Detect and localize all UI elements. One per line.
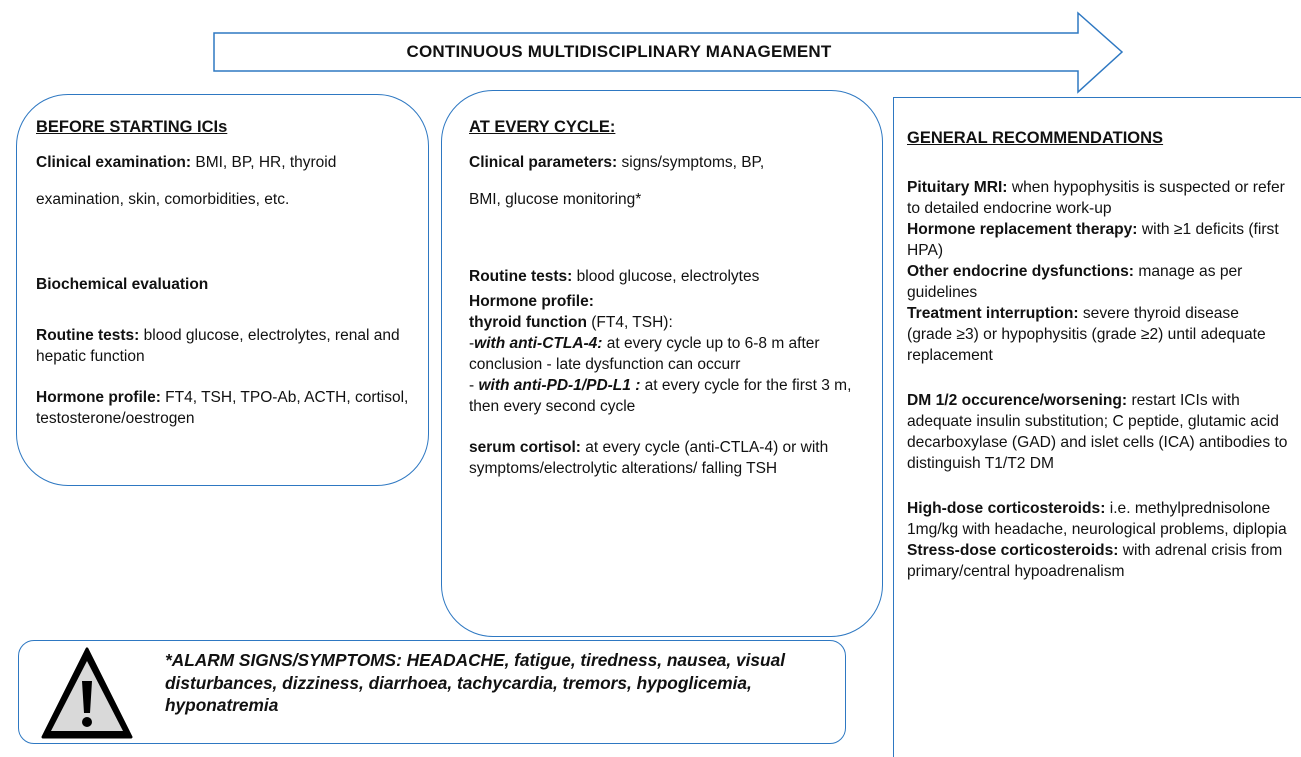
cycle-clinical-cont: BMI, glucose monitoring* [469, 191, 642, 208]
before-biochem-label: Biochemical evaluation [36, 276, 209, 293]
general-other: Other endocrine dysfunctions: manage as … [907, 261, 1287, 303]
before-hormone-text: FT4, TSH, TPO-Ab, ACTH, cortisol, testos… [36, 389, 409, 427]
general-dm: DM 1/2 occurence/worsening: restart ICIs… [907, 390, 1292, 474]
before-heading: BEFORE STARTING ICIs [36, 118, 228, 136]
warning-triangle-icon [41, 647, 133, 739]
cycle-thyroid-label: thyroid function [469, 314, 587, 331]
cycle-pd-prefix: - [469, 377, 479, 394]
general-hrt: Hormone replacement therapy: with ≥1 def… [907, 219, 1287, 261]
cycle-clinical-label: Clinical parameters: [469, 154, 618, 171]
general-dm-label: DM 1/2 occurence/worsening: [907, 392, 1128, 409]
cycle-routine-label: Routine tests: [469, 268, 573, 285]
cycle-ctla-text: at every cycle up to 6-8 m after conclus… [469, 335, 820, 373]
cycle-cortisol: serum cortisol: at every cycle (anti-CTL… [469, 437, 854, 479]
general-highdose-text: i.e. methylprednisolone 1mg/kg with head… [907, 500, 1287, 538]
cycle-cortisol-label: serum cortisol: [469, 439, 581, 456]
general-mri-text: when hypophysitis is suspected or refer … [907, 179, 1285, 217]
cycle-ctla-prefix: - [469, 335, 475, 352]
general-interrupt: Treatment interruption: severe thyroid d… [907, 303, 1287, 366]
before-routine-text: blood glucose, electrolytes, renal and h… [36, 327, 400, 365]
general-other-label: Other endocrine dysfunctions: [907, 263, 1135, 280]
cycle-routine-text: blood glucose, electrolytes [572, 268, 760, 285]
every-cycle-box: AT EVERY CYCLE: Clinical parameters: sig… [441, 90, 883, 637]
general-highdose: High-dose corticosteroids: i.e. methylpr… [907, 498, 1292, 540]
before-starting-box: BEFORE STARTING ICIs Clinical examinatio… [16, 94, 429, 486]
cycle-clinical: Clinical parameters: signs/symptoms, BP, [469, 152, 882, 173]
cycle-ctla: -with anti-CTLA-4: at every cycle up to … [469, 333, 849, 375]
general-dm-text: restart ICIs with adequate insulin subst… [907, 392, 1288, 472]
general-interrupt-label: Treatment interruption: [907, 305, 1079, 322]
before-clinical: Clinical examination: BMI, BP, HR, thyro… [36, 152, 428, 173]
cycle-clinical-text-1: signs/symptoms, BP, [617, 154, 765, 171]
general-stress-label: Stress-dose corticosteroids: [907, 542, 1119, 559]
before-routine: Routine tests: blood glucose, electrolyt… [36, 325, 406, 367]
alarm-box: *ALARM SIGNS/SYMPTOMS: HEADACHE, fatigue… [18, 640, 846, 744]
cycle-thyroid-text: (FT4, TSH): [586, 314, 673, 331]
banner-title: CONTINUOUS MULTIDISCIPLINARY MANAGEMENT [406, 42, 832, 61]
general-heading: GENERAL RECOMMENDATIONS [907, 129, 1164, 147]
general-stress: Stress-dose corticosteroids: with adrena… [907, 540, 1297, 582]
cycle-thyroid: thyroid function (FT4, TSH): [469, 312, 882, 333]
before-hormone-label: Hormone profile: [36, 389, 161, 406]
cycle-heading: AT EVERY CYCLE: [469, 118, 616, 136]
before-routine-label: Routine tests: [36, 327, 140, 344]
general-mri-label: Pituitary MRI: [907, 179, 1008, 196]
cycle-pd-label: with anti-PD-1/PD-L1 : [478, 377, 641, 394]
general-recommendations-box: GENERAL RECOMMENDATIONS Pituitary MRI: w… [893, 97, 1301, 757]
cycle-pd: - with anti-PD-1/PD-L1 : at every cycle … [469, 375, 854, 417]
cycle-ctla-label: with anti-CTLA-4: [474, 335, 603, 352]
before-clinical-cont: examination, skin, comorbidities, etc. [36, 191, 290, 208]
before-hormone: Hormone profile: FT4, TSH, TPO-Ab, ACTH,… [36, 387, 416, 429]
cycle-pd-text: at every cycle for the first 3 m, then e… [469, 377, 852, 415]
cycle-cortisol-text: at every cycle (anti-CTLA-4) or with sym… [469, 439, 829, 477]
general-mri: Pituitary MRI: when hypophysitis is susp… [907, 177, 1287, 219]
alarm-text: *ALARM SIGNS/SYMPTOMS: HEADACHE, fatigue… [165, 650, 786, 715]
before-clinical-label: Clinical examination: [36, 154, 192, 171]
cycle-routine: Routine tests: blood glucose, electrolyt… [469, 266, 882, 287]
general-interrupt-text: severe thyroid disease (grade ≥3) or hyp… [907, 305, 1266, 364]
general-stress-text: with adrenal crisis from primary/central… [907, 542, 1283, 580]
before-clinical-text-1: BMI, BP, HR, thyroid [191, 154, 337, 171]
general-hrt-text: with ≥1 deficits (first HPA) [907, 221, 1279, 259]
general-highdose-label: High-dose corticosteroids: [907, 500, 1106, 517]
general-hrt-label: Hormone replacement therapy: [907, 221, 1138, 238]
cycle-hormone-label: Hormone profile: [469, 293, 594, 310]
general-other-text: manage as per guidelines [907, 263, 1243, 301]
